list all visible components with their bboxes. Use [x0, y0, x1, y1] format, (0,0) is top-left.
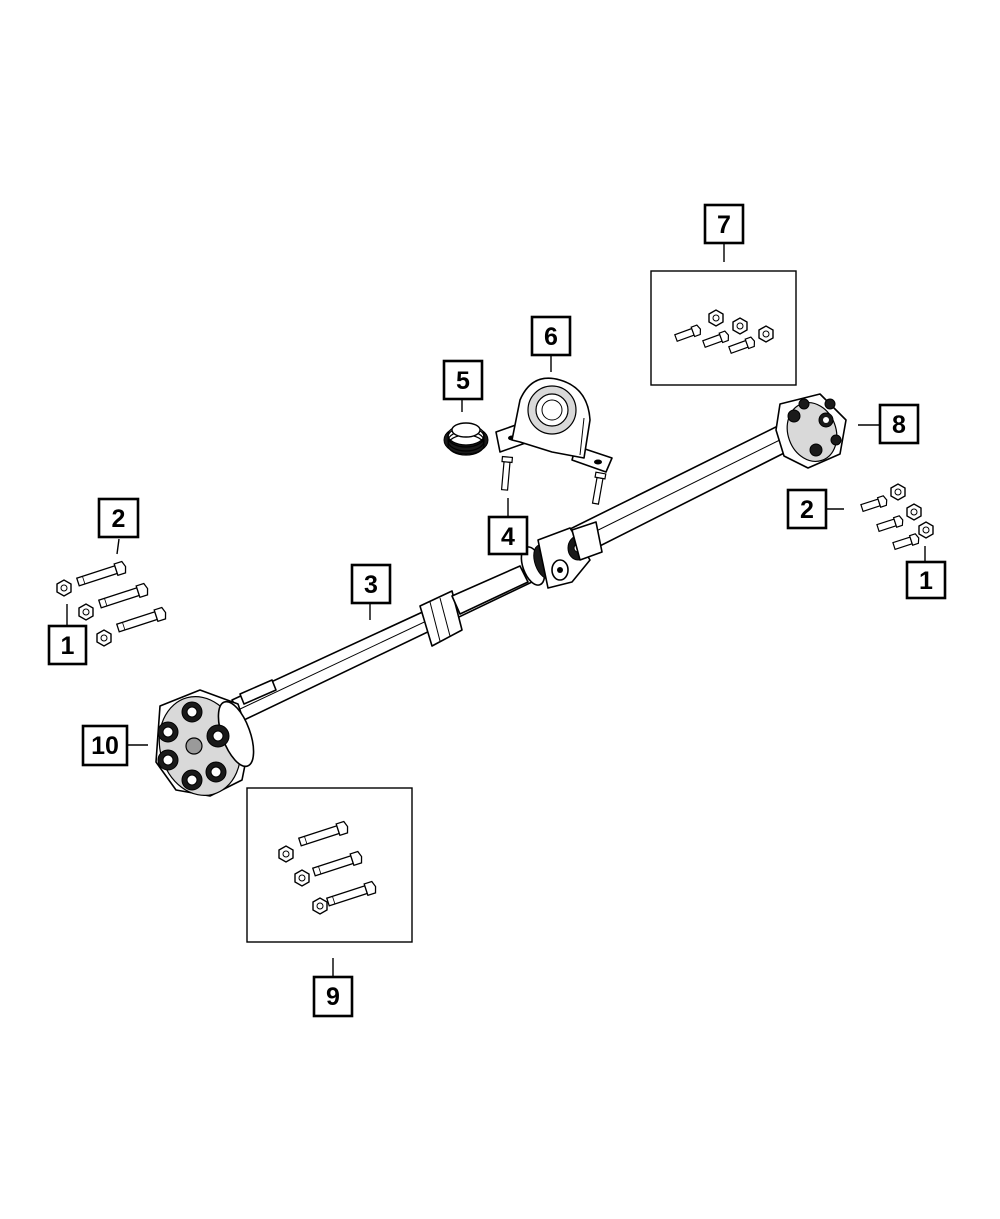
hex-nut-icon: [278, 845, 294, 863]
hex-nut-icon: [78, 603, 94, 621]
flex-coupler-rear-illustration: [155, 689, 255, 797]
callout-label: 1: [919, 567, 933, 595]
hex-bolt-icon: [325, 880, 379, 909]
hex-bolt-icon: [859, 494, 889, 514]
flex-coupler-front-illustration: [775, 393, 847, 469]
callout-8: 8: [878, 403, 920, 445]
hex-bolt-icon: [875, 514, 905, 534]
callout-label: 8: [892, 411, 906, 439]
dust-boot-illustration: [443, 422, 489, 456]
hex-nut-icon: [312, 897, 328, 915]
callout-10: 10: [81, 724, 129, 767]
hex-nut-icon: [758, 325, 774, 343]
hex-nut-icon: [732, 317, 748, 335]
hex-bolt-icon: [115, 606, 169, 635]
callout-label: 5: [456, 367, 470, 395]
hex-bolt-icon: [97, 582, 151, 611]
callout-label: 3: [364, 571, 378, 599]
hex-bolt-icon: [701, 329, 731, 350]
callout-label: 9: [326, 983, 340, 1011]
leader-lines: [66, 244, 926, 977]
callout-label: 7: [717, 211, 731, 239]
hex-nut-icon: [294, 869, 310, 887]
hex-bolt-icon: [311, 850, 365, 879]
hex-bolt-icon: [891, 532, 921, 552]
callout-5: 5: [442, 359, 484, 401]
hex-bolt-icon: [727, 335, 757, 356]
mount-bolts-illustration: [500, 455, 607, 505]
callout-4: 4: [487, 515, 529, 556]
callout-label: 4: [501, 523, 515, 551]
callout-label: 1: [61, 632, 75, 660]
hardware-right: [859, 483, 934, 552]
hardware-kit-rear: [246, 787, 413, 943]
hex-bolt-icon: [75, 560, 129, 589]
callout-label: 6: [544, 323, 558, 351]
callout-6: 6: [530, 315, 572, 357]
hardware-kit-front: [650, 270, 797, 386]
callout-label: 10: [91, 732, 119, 760]
hex-bolt-icon: [673, 323, 703, 344]
hex-nut-icon: [96, 629, 112, 647]
hex-nut-icon: [918, 521, 934, 539]
center-bearing-illustration: [495, 377, 613, 473]
callout-7: 7: [703, 203, 745, 245]
hex-nut-icon: [708, 309, 724, 327]
callout-2-right: 2: [786, 488, 828, 530]
hex-nut-icon: [56, 579, 72, 597]
callout-label: 2: [800, 496, 814, 524]
callout-1-left: 1: [47, 624, 88, 666]
hex-nut-icon: [890, 483, 906, 501]
hex-nut-icon: [906, 503, 922, 521]
callout-1-right: 1: [905, 560, 947, 600]
callout-9: 9: [312, 975, 354, 1018]
driveshaft-illustration: [231, 419, 803, 721]
callout-2-left: 2: [97, 497, 140, 539]
callout-3: 3: [350, 563, 392, 605]
callout-label: 2: [112, 505, 126, 533]
hex-bolt-icon: [297, 820, 351, 849]
